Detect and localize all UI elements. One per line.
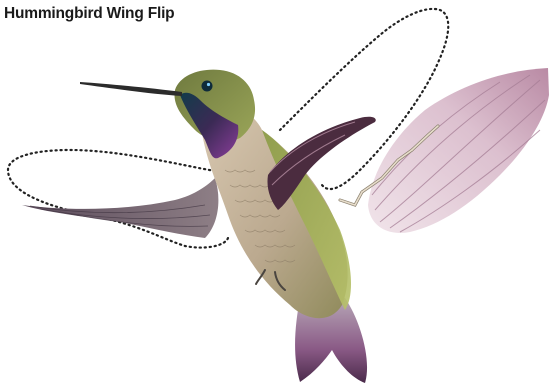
detached-wing <box>340 68 549 233</box>
eye-icon <box>202 81 213 92</box>
left-wing <box>22 178 218 238</box>
beak <box>80 82 182 96</box>
